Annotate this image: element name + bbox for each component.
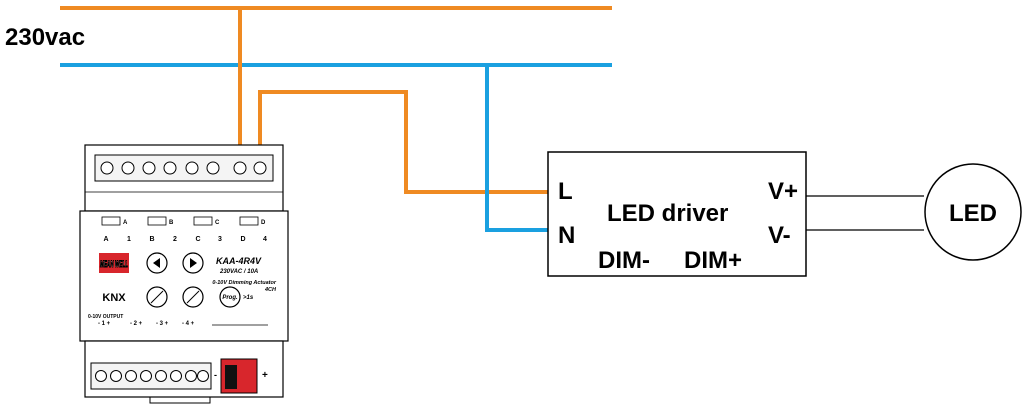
right-arrow-icon — [190, 258, 197, 268]
screw-icon — [100, 161, 114, 175]
bus-plus-label: + — [262, 370, 268, 381]
switch-bottom-label: D — [240, 236, 245, 243]
driver-title: LED driver — [607, 200, 728, 227]
knx-bus-connector-black — [225, 365, 237, 389]
led-driver-box — [547, 151, 807, 277]
screw-icon — [163, 161, 177, 175]
brand-logo-icon — [99, 253, 129, 273]
screw-icon — [95, 370, 107, 382]
relay-switch-icon — [239, 216, 259, 226]
switch-bottom-label: 3 — [218, 236, 222, 243]
output-title: 0-10V OUTPUT — [88, 314, 123, 320]
output-label: - 2 + — [130, 321, 143, 327]
output-label: - 1 + — [98, 321, 111, 327]
actuator-bottom-screws — [95, 370, 209, 382]
driver-pin-dim-minus: DIM- — [598, 247, 650, 274]
brand-logo-text: MEAN WELL — [100, 259, 128, 269]
left-arrow-icon — [153, 258, 160, 268]
load-wires — [806, 195, 924, 231]
led-driver: L N LED driver V+ V- DIM- DIM+ — [547, 151, 807, 277]
switch-bottom-label: 1 — [127, 236, 131, 243]
actuator-body — [79, 210, 289, 342]
actuator-description: 0-10V Dimming Actuator — [212, 280, 277, 286]
prog-duration: >1s — [243, 295, 254, 301]
led-load: LED — [924, 163, 1022, 261]
actuator-top-screws — [100, 161, 267, 175]
screw-icon — [125, 370, 137, 382]
knx-logo: KNX — [102, 292, 126, 304]
switch-top-label: D — [261, 220, 266, 226]
switch-top-label: C — [215, 220, 220, 226]
output-label: - 4 + — [182, 321, 195, 327]
screw-icon — [140, 370, 152, 382]
relay-switch-icon — [147, 216, 167, 226]
screw-icon — [253, 161, 267, 175]
screw-icon — [110, 370, 122, 382]
led-circle — [924, 163, 1022, 261]
actuator-switch-row — [101, 216, 259, 226]
dim-up-icon — [186, 290, 200, 304]
driver-pin-n: N — [558, 222, 575, 249]
screw-icon — [197, 370, 209, 382]
switch-top-label: A — [123, 220, 128, 226]
wires — [60, 6, 612, 232]
switch-bottom-label: 4 — [263, 236, 267, 243]
driver-pin-vplus: V+ — [768, 178, 798, 205]
screw-icon — [185, 370, 197, 382]
screw-icon — [155, 370, 167, 382]
supply-label: 230vac — [5, 24, 85, 51]
driver-pin-l: L — [558, 178, 573, 205]
prog-button — [219, 286, 241, 308]
screw-icon — [233, 161, 247, 175]
driver-pin-vminus: V- — [768, 222, 791, 249]
actuator-rating: 230VAC / 10A — [219, 269, 258, 275]
switch-bottom-label: B — [149, 236, 154, 243]
neutral-feed-wire — [485, 65, 548, 232]
screw-icon — [142, 161, 156, 175]
actuator-module: A B C D A 1 B 2 C 3 D 4 MEAN WELL KAA-4R… — [79, 144, 289, 404]
actuator-channels: 4CH — [264, 287, 277, 293]
screw-icon — [206, 161, 220, 175]
screw-icon — [185, 161, 199, 175]
relay-switch-icon — [193, 216, 213, 226]
bus-minus-label: - — [214, 370, 217, 380]
screw-icon — [170, 370, 182, 382]
relay-switch-icon — [101, 216, 121, 226]
led-label: LED — [949, 200, 997, 227]
output-label: - 3 + — [156, 321, 169, 327]
switch-bottom-label: A — [103, 236, 108, 243]
din-clip — [149, 397, 211, 404]
prog-button-label: Prog. — [222, 295, 238, 301]
switch-bottom-label: 2 — [173, 236, 177, 243]
switch-top-label: B — [169, 220, 174, 226]
switched-live-wire — [258, 90, 548, 194]
switch-bottom-label: C — [195, 236, 200, 243]
dim-down-icon — [150, 290, 164, 304]
actuator-model: KAA-4R4V — [216, 256, 262, 266]
driver-pin-dim-plus: DIM+ — [684, 247, 742, 274]
screw-icon — [121, 161, 135, 175]
